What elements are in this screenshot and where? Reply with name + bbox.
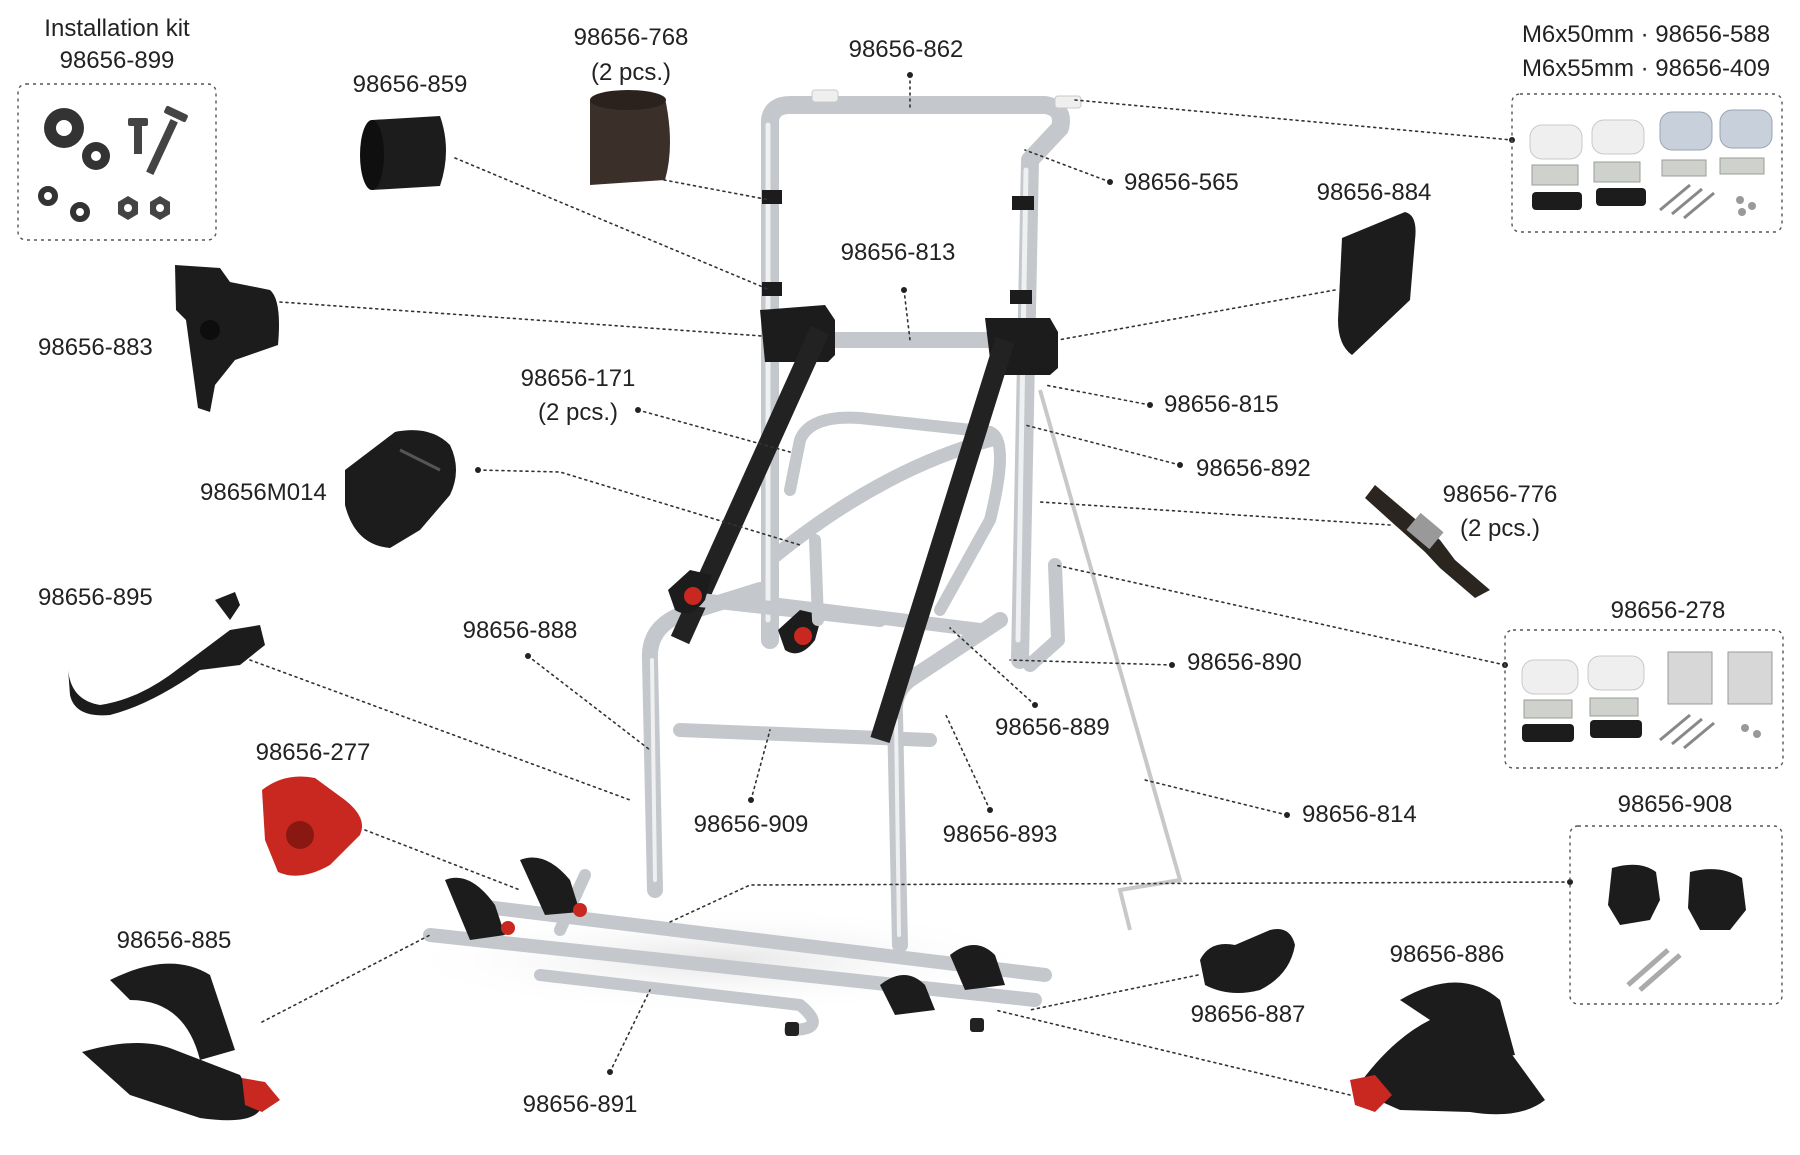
label-98656-884: 98656-884 (1317, 179, 1432, 206)
label-98656-895: 98656-895 (38, 584, 153, 611)
label-98656-887: 98656-887 (1191, 1001, 1306, 1028)
wheel-holder-right-part (1350, 982, 1545, 1115)
label-98656-909: 98656-909 (694, 811, 809, 838)
label-98656-776: 98656-776 (1443, 481, 1558, 508)
label-98656-814: 98656-814 (1302, 801, 1417, 828)
label-98656-908: 98656-908 (1618, 791, 1733, 818)
wheel-rails (423, 869, 1052, 1036)
label-98656-813: 98656-813 (841, 239, 956, 266)
label-98656-815: 98656-815 (1164, 391, 1279, 418)
tension-strap-part (1365, 485, 1490, 598)
label-98656-277: 98656-277 (256, 739, 371, 766)
label-98656-859: 98656-859 (353, 71, 468, 98)
kit-title: Installation kit (44, 15, 190, 42)
label-98656-889: 98656-889 (995, 714, 1110, 741)
end-cap-part (360, 116, 446, 190)
star-knob-part (345, 430, 456, 548)
wheel-holder-left-part (82, 963, 280, 1121)
red-knob-part (262, 776, 363, 876)
frame-holder-part (68, 592, 265, 716)
bike-rack-assembly (390, 89, 1183, 1036)
label-98656-890: 98656-890 (1187, 649, 1302, 676)
wall-mount-set-box (1511, 93, 1783, 233)
label-98656-768: 98656-768 (574, 24, 689, 51)
rail-end-cap-part (1200, 929, 1295, 994)
label-98656-892: 98656-892 (1196, 455, 1311, 482)
end-plug-set-box (1569, 825, 1783, 1005)
clamp-cover-part (1338, 212, 1416, 355)
installation-kit-box (17, 83, 217, 241)
label-98656-171-qty: (2 pcs.) (538, 399, 618, 426)
label-98656-565: 98656-565 (1124, 169, 1239, 196)
part-labels: Installation kit 98656-899 98656-768 (2 … (38, 15, 1770, 1118)
label-98656-891: 98656-891 (523, 1091, 638, 1118)
label-98656-862: 98656-862 (849, 36, 964, 63)
screw-spec-line-1: M6x50mm · 98656-588 (1522, 21, 1770, 48)
label-98656-893: 98656-893 (943, 821, 1058, 848)
mount-set-box (1504, 629, 1784, 769)
label-98656-768-qty: (2 pcs.) (591, 59, 671, 86)
label-98656-278: 98656-278 (1611, 597, 1726, 624)
chain-icon (38, 186, 90, 222)
leader-lines (249, 72, 1573, 1096)
label-98656-885: 98656-885 (117, 927, 232, 954)
rubber-sleeve-part (590, 90, 670, 185)
label-98656-776-qty: (2 pcs.) (1460, 515, 1540, 542)
screw-icon (128, 105, 188, 175)
label-98656-888: 98656-888 (463, 617, 578, 644)
frame-clamp-part (175, 265, 279, 412)
nut-icon (118, 196, 170, 220)
gear-icon (44, 108, 110, 170)
label-98656-171: 98656-171 (521, 365, 636, 392)
screw-spec-line-2: M6x55mm · 98656-409 (1522, 55, 1770, 82)
label-98656-886: 98656-886 (1390, 941, 1505, 968)
label-98656M014: 98656M014 (200, 479, 327, 506)
label-98656-883: 98656-883 (38, 334, 153, 361)
kit-code-label: 98656-899 (60, 47, 175, 74)
